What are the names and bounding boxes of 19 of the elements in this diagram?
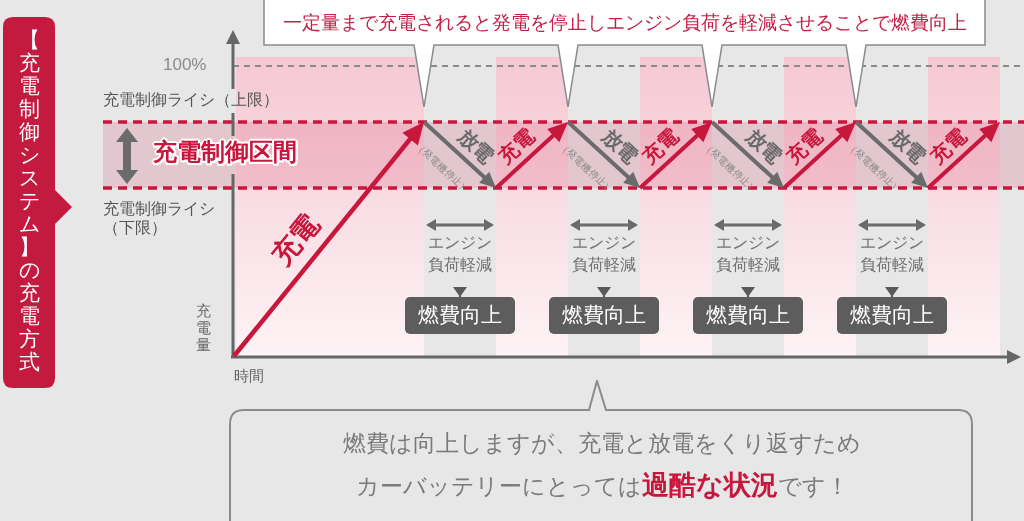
side-tab: 【充電制御システム】の充電方式 <box>3 17 72 388</box>
effect-label: エンジン負荷軽減 <box>856 232 928 286</box>
flow-arrow <box>597 286 611 298</box>
percent-label: 100% <box>163 55 207 75</box>
axis-label: 充電量 <box>196 303 212 354</box>
effect-label: エンジン負荷軽減 <box>568 232 640 286</box>
result-box: 燃費向上 <box>405 297 515 334</box>
zone-label: 充電制御区間 <box>153 138 297 167</box>
effect-label: エンジン負荷軽減 <box>712 232 784 286</box>
flow-arrow <box>453 286 467 298</box>
result-box: 燃費向上 <box>837 297 947 334</box>
result-box: 燃費向上 <box>693 297 803 334</box>
limit-label: 充電制御ライシ（上限） <box>103 90 279 109</box>
flow-arrow <box>885 286 899 298</box>
result-box: 燃費向上 <box>549 297 659 334</box>
effect-label: エンジン負荷軽減 <box>424 232 496 286</box>
arrow-label: 充電 <box>265 207 327 273</box>
limit-label: 充電制御ライシ（下限） <box>103 199 216 237</box>
flow-arrow <box>741 286 755 298</box>
